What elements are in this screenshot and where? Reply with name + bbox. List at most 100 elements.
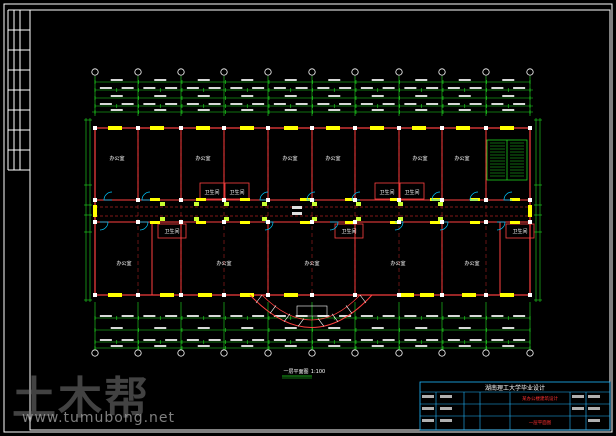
window-south xyxy=(400,293,414,297)
structural-column xyxy=(440,220,444,224)
dimension-text-mark xyxy=(110,345,123,347)
dimension-text-mark xyxy=(284,327,297,329)
window-corridor xyxy=(150,198,160,201)
dimension-text-mark xyxy=(360,339,373,341)
dimension-text-mark xyxy=(513,315,526,317)
plan-scale: 1:100 xyxy=(311,369,325,375)
window-corridor xyxy=(390,221,400,224)
window-corridor xyxy=(345,198,355,201)
structural-column xyxy=(93,220,97,224)
column-marker xyxy=(398,217,403,221)
dimension-text-mark xyxy=(426,103,439,105)
structural-column xyxy=(179,293,183,297)
window-south xyxy=(240,293,254,297)
dimension-text-mark xyxy=(208,339,221,341)
structural-column xyxy=(310,198,314,202)
dimension-text-mark xyxy=(328,327,341,329)
entrance-canopy-inner xyxy=(261,294,361,321)
structural-column xyxy=(222,220,226,224)
dimension-text-mark xyxy=(458,79,471,81)
room-label-office: 办公室 xyxy=(304,260,319,267)
dimension-text-mark xyxy=(121,315,134,317)
dimension-text-mark xyxy=(273,339,286,341)
entrance-step xyxy=(297,318,305,327)
door-swing-south xyxy=(329,221,339,231)
structural-column xyxy=(484,220,488,224)
dimension-text-mark xyxy=(360,315,373,317)
dimension-text-mark xyxy=(295,87,308,89)
window-north xyxy=(284,126,298,130)
axis-bubble-top xyxy=(134,68,142,76)
structural-column xyxy=(484,126,488,130)
structural-column xyxy=(528,293,532,297)
room-label-office: 办公室 xyxy=(412,155,427,162)
structural-column xyxy=(528,220,532,224)
structural-column xyxy=(93,126,97,130)
toilet-block-north-3 xyxy=(374,182,400,200)
room-label-toilet: 卫生间 xyxy=(164,228,179,235)
structural-column xyxy=(266,293,270,297)
dimension-text-mark xyxy=(426,87,439,89)
door-swing-north xyxy=(469,191,479,201)
structural-column xyxy=(136,198,140,202)
column-marker xyxy=(194,217,199,221)
dimension-text-mark xyxy=(154,95,167,97)
title-block-cell-text xyxy=(572,395,584,398)
dimension-text-mark xyxy=(186,339,199,341)
dimension-text-mark xyxy=(426,339,439,341)
window-north xyxy=(370,126,384,130)
dimension-text-mark xyxy=(284,345,297,347)
entrance-step xyxy=(331,313,339,322)
dimension-text-mark xyxy=(491,103,504,105)
dimension-text-mark xyxy=(208,315,221,317)
dimension-text-mark xyxy=(154,79,167,81)
room-label-office: 办公室 xyxy=(216,260,231,267)
dimension-text-mark xyxy=(447,87,460,89)
dimension-text-mark xyxy=(110,95,123,97)
room-label-office: 办公室 xyxy=(325,155,340,162)
room-label-toilet: 卫生间 xyxy=(204,189,219,196)
sheet-outer-border xyxy=(3,3,613,433)
window-corridor xyxy=(345,221,355,224)
dimension-text-mark xyxy=(99,315,112,317)
dimension-text-mark xyxy=(491,339,504,341)
dimension-text-mark xyxy=(252,87,265,89)
structural-column xyxy=(397,126,401,130)
dimension-text-mark xyxy=(513,87,526,89)
window-corridor xyxy=(300,198,310,201)
title-block-project: 某办公楼建筑设计 xyxy=(522,395,558,402)
structural-column xyxy=(397,198,401,202)
corridor-text-mark xyxy=(292,212,302,215)
dimension-text-mark xyxy=(186,103,199,105)
dimension-text-mark xyxy=(382,339,395,341)
dimension-text-mark xyxy=(197,327,210,329)
dimension-text-mark xyxy=(371,79,384,81)
dimension-text-mark xyxy=(371,95,384,97)
room-label-office: 办公室 xyxy=(390,260,405,267)
room-label-office: 办公室 xyxy=(282,155,297,162)
door-swing-south xyxy=(496,221,506,231)
dimension-text-mark xyxy=(143,315,156,317)
dimension-text-mark xyxy=(252,339,265,341)
door-swing-north xyxy=(351,191,361,201)
entrance-step xyxy=(317,318,325,327)
room-label-toilet: 卫生间 xyxy=(512,228,527,235)
window-north xyxy=(108,126,122,130)
structural-column xyxy=(93,198,97,202)
dimension-text-mark xyxy=(186,87,199,89)
window-corridor xyxy=(150,221,160,224)
entrance-step xyxy=(283,313,291,322)
entrance-step xyxy=(359,294,367,304)
title-block-frame xyxy=(419,381,611,431)
window-north xyxy=(456,126,470,130)
dimension-text-mark xyxy=(121,87,134,89)
axis-bubble-bottom xyxy=(526,349,534,357)
dimension-text-mark xyxy=(165,103,178,105)
structural-column xyxy=(528,126,532,130)
dimension-text-mark xyxy=(154,327,167,329)
window-north xyxy=(326,126,340,130)
axis-bubble-bottom xyxy=(395,349,403,357)
dimension-text-mark xyxy=(317,339,330,341)
structural-column xyxy=(397,220,401,224)
